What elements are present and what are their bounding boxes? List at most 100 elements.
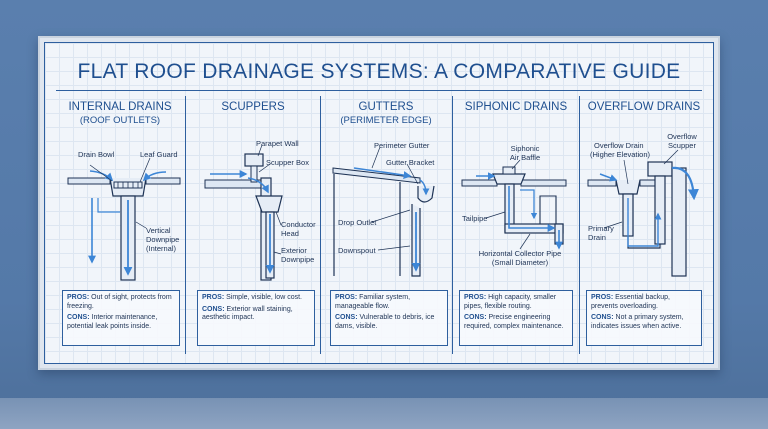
cons-text: Interior maintenance, potential leak poi… xyxy=(67,314,158,330)
cons-line: CONS: Vulnerable to debris, ice dams, vi… xyxy=(335,314,443,331)
cons-label: CONS: xyxy=(464,314,487,322)
pros-label: PROS: xyxy=(335,294,358,301)
label-exterior-downpipe: Downpipe xyxy=(281,255,315,264)
gutter-diagram xyxy=(332,146,435,277)
label-parapet-wall: Parapet Wall xyxy=(256,139,299,148)
heading-text: INTERNAL DRAINS xyxy=(68,101,172,113)
leader-line xyxy=(485,211,506,219)
floor xyxy=(0,398,768,429)
cons-label: CONS: xyxy=(202,305,225,313)
leader-line xyxy=(371,209,411,223)
label-drop-outlet: Drop Outlet xyxy=(338,218,377,227)
cons-line: CONS: Precise engineering required, comp… xyxy=(464,314,568,331)
column-heading-gutters: GUTTERS (PERIMETER EDGE) xyxy=(322,100,450,128)
cons-line: CONS: Exterior wall staining, aesthetic … xyxy=(202,306,310,323)
pros-cons-overflow-drains: PROS: Essential backup, prevents overloa… xyxy=(586,290,702,346)
label-scupper-box: Scupper Box xyxy=(266,158,309,167)
label-head: Head xyxy=(281,229,299,238)
cons-label: CONS: xyxy=(591,314,614,322)
flow-arrow xyxy=(97,198,120,213)
label-primary-drain: Drain xyxy=(588,233,606,242)
pros-line: PROS: Familiar system, manageable flow. xyxy=(335,294,443,311)
scupper-diagram xyxy=(204,144,283,281)
label-drain-bowl: Drain Bowl xyxy=(78,150,115,159)
cons-line: CONS: Interior maintenance, potential le… xyxy=(67,314,175,331)
column-divider xyxy=(452,96,453,354)
label-horizontal-collector-pipe: Horizontal Collector Pipe xyxy=(478,249,562,258)
leader-line xyxy=(258,163,271,173)
title-rule xyxy=(56,90,702,91)
cons-text: Vulnerable to debris, ice dams, visible. xyxy=(335,314,435,330)
flow-arrow xyxy=(142,171,167,182)
label-leaf-guard: Leaf Guard xyxy=(140,150,178,159)
flow-arrow xyxy=(419,179,430,196)
leader-line xyxy=(257,144,263,157)
heading-text: OVERFLOW DRAINS xyxy=(587,101,701,113)
page-title: FLAT ROOF DRAINAGE SYSTEMS: A COMPARATIV… xyxy=(77,60,681,83)
pros-label: PROS: xyxy=(464,294,487,301)
pros-line: PROS: High capacity, smaller pipes, flex… xyxy=(464,294,568,311)
column-divider xyxy=(185,96,186,354)
label-internal: (Internal) xyxy=(146,244,177,253)
heading-text: GUTTERS xyxy=(358,101,414,113)
cons-text: Not a primary system, indicates issues w… xyxy=(591,314,684,330)
flow-arrow xyxy=(599,173,618,182)
flow-arrow xyxy=(353,167,412,180)
label-siphonic: Siphonic xyxy=(510,144,540,153)
pros-cons-scuppers: PROS: Simple, visible, low cost. CONS: E… xyxy=(197,290,315,346)
label-downpipe: Downpipe xyxy=(146,235,180,244)
pros-text: Out of sight, protects from freezing. xyxy=(67,294,172,310)
label-air-baffle: Air Baffle xyxy=(509,153,541,162)
leader-line xyxy=(603,221,623,229)
pros-text: Familiar system, manageable flow. xyxy=(335,294,411,310)
pros-label: PROS: xyxy=(591,294,614,301)
column-divider xyxy=(579,96,580,354)
pros-line: PROS: Essential backup, prevents overloa… xyxy=(591,294,697,311)
column-heading-scuppers: SCUPPERS xyxy=(188,100,318,114)
leader-line xyxy=(511,159,521,170)
overflow-diagram xyxy=(587,149,699,277)
flow-arrow xyxy=(671,166,699,201)
label-primary: Primary xyxy=(588,224,614,233)
siphonic-diagram xyxy=(461,159,567,250)
pros-label: PROS: xyxy=(67,294,90,301)
label-vertical: Vertical xyxy=(146,226,171,235)
label-gutter-bracket: Gutter Bracket xyxy=(386,158,435,167)
column-divider xyxy=(320,96,321,354)
label-higher-elevation: (Higher Elevation) xyxy=(590,150,651,159)
cons-text: Exterior wall staining, aesthetic impact… xyxy=(202,305,293,322)
cons-label: CONS: xyxy=(67,314,90,322)
flow-arrow xyxy=(520,189,538,220)
pros-text: High capacity, smaller pipes, flexible r… xyxy=(464,294,557,310)
leader-line xyxy=(135,221,147,229)
cons-text: Precise engineering required, complex ma… xyxy=(464,314,564,330)
subheading-text: (PERIMETER EDGE) xyxy=(340,115,432,126)
label-perimeter-gutter: Perimeter Gutter xyxy=(374,141,430,150)
heading-text: SCUPPERS xyxy=(221,101,285,113)
heading-text: SIPHONIC DRAINS xyxy=(464,101,568,113)
label-conductor: Conductor xyxy=(281,220,316,229)
flow-arrow xyxy=(508,186,556,232)
leader-line xyxy=(139,157,151,183)
leader-line xyxy=(663,149,679,165)
leader-line xyxy=(273,251,282,255)
flow-arrow xyxy=(627,198,662,247)
label-exterior: Exterior xyxy=(281,246,307,255)
leader-line xyxy=(89,164,113,182)
pros-line: PROS: Out of sight, protects from freezi… xyxy=(67,294,175,311)
column-heading-internal-drains: INTERNAL DRAINS (ROOF OUTLETS) xyxy=(56,100,184,128)
leader-line xyxy=(519,233,531,250)
label-downspout: Downspout xyxy=(338,246,376,255)
column-heading-overflow-drains: OVERFLOW DRAINS xyxy=(582,100,706,114)
pros-cons-siphonic-drains: PROS: High capacity, smaller pipes, flex… xyxy=(459,290,573,346)
leader-line xyxy=(377,245,411,251)
leader-line xyxy=(406,163,419,185)
pros-cons-gutters: PROS: Familiar system, manageable flow. … xyxy=(330,290,448,346)
pros-text: Essential backup, prevents overloading. xyxy=(591,294,670,310)
label-overflow-drain: Overflow Drain xyxy=(594,141,644,150)
leader-line xyxy=(623,159,629,185)
column-heading-siphonic-drains: SIPHONIC DRAINS xyxy=(455,100,577,114)
label-overflow: Overflow xyxy=(667,132,697,141)
cons-label: CONS: xyxy=(335,314,358,322)
